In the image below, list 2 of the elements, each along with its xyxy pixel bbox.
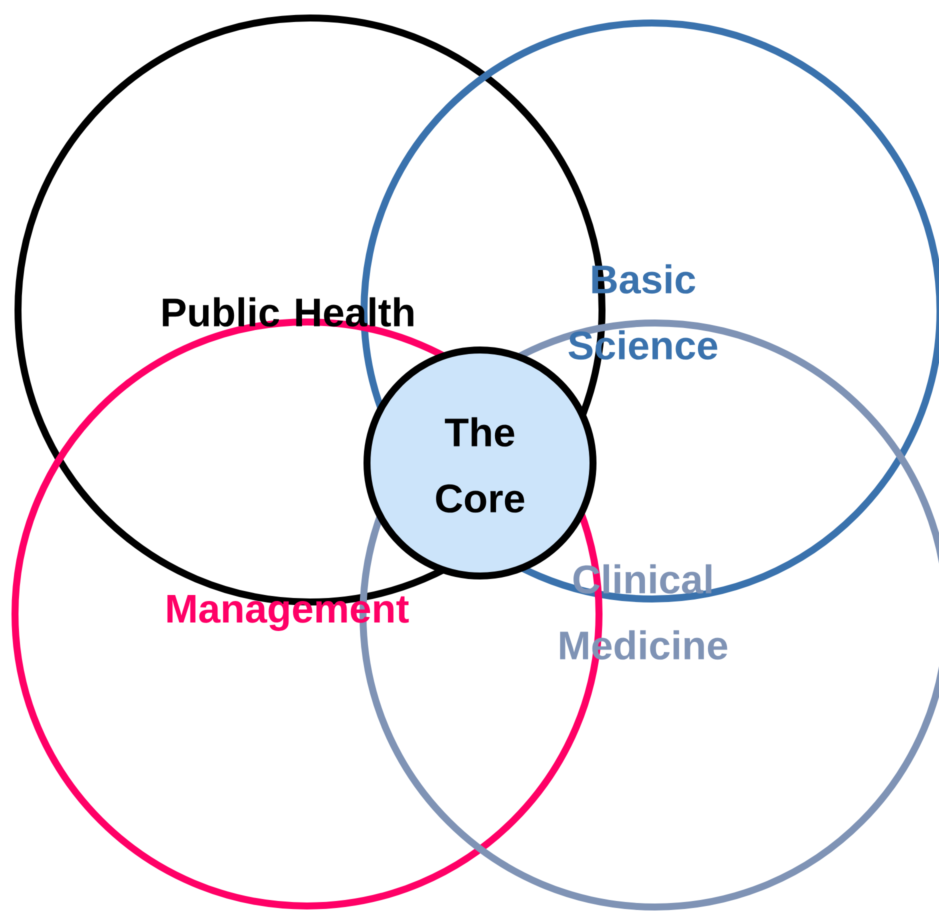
circle-label: Management bbox=[167, 595, 409, 631]
circle-label: The Core bbox=[436, 417, 524, 513]
